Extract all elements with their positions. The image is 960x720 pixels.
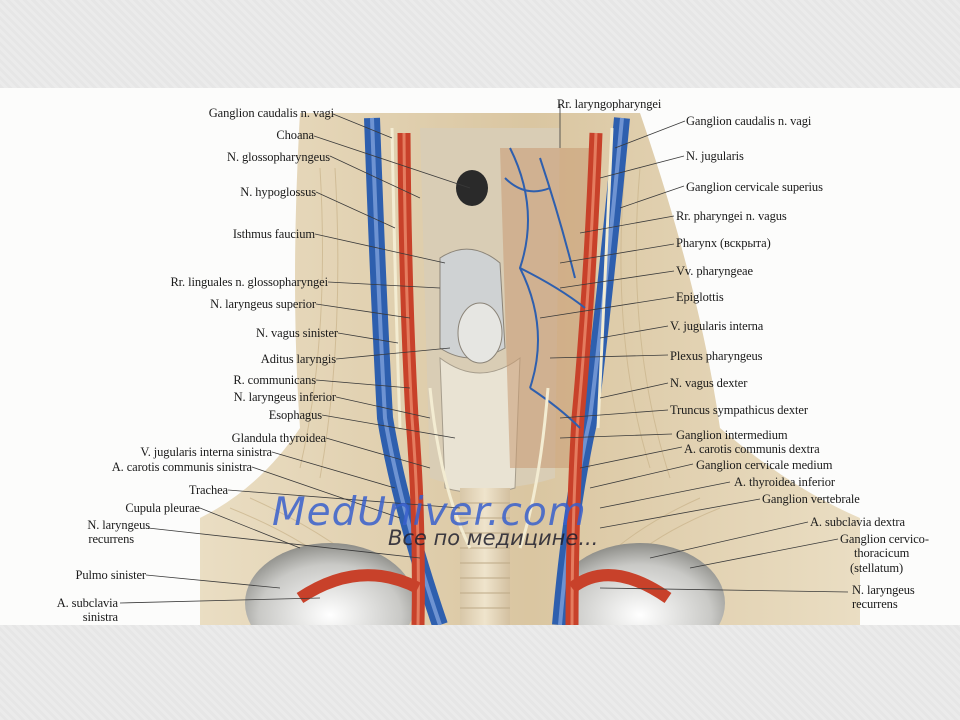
watermark-slogan: Все по медицине... xyxy=(388,526,599,550)
label-n-laryngeus-superior: N. laryngeus superior xyxy=(210,297,316,311)
label-stellatum: (stellatum) xyxy=(850,561,904,575)
label-isthmus-faucium: Isthmus faucium xyxy=(232,227,315,241)
label-pulmo-sinister: Pulmo sinister xyxy=(75,568,147,582)
label-ganglion-caudalis-right: Ganglion caudalis n. vagi xyxy=(686,114,812,128)
label-thoracicum: thoracicum xyxy=(854,546,910,560)
label-a-carotis-communis-dextra: A. carotis communis dextra xyxy=(684,442,820,456)
label-ganglion-vertebrale: Ganglion vertebrale xyxy=(762,492,860,506)
label-trachea: Trachea xyxy=(188,483,228,497)
label-n-glossopharyngeus: N. glossopharyngeus xyxy=(227,150,330,164)
label-truncus-sympathicus-dexter: Truncus sympathicus dexter xyxy=(670,403,808,417)
label-ganglion-intermedium: Ganglion intermedium xyxy=(676,428,788,442)
label-vv-pharyngeae: Vv. pharyngeae xyxy=(676,264,753,278)
anatomy-figure: Ganglion caudalis n. vagi Choana N. glos… xyxy=(0,88,960,625)
label-ganglion-cervicale-superius: Ganglion cervicale superius xyxy=(686,180,823,194)
label-n-jugularis: N. jugularis xyxy=(686,149,744,163)
label-ganglion-cervico: Ganglion cervico- xyxy=(840,532,929,546)
label-v-jugularis-interna-right: V. jugularis interna xyxy=(670,319,764,333)
label-a-subclavia-left: A. subclavia xyxy=(56,596,118,610)
label-pharynx: Pharynx (вскрыта) xyxy=(676,236,771,250)
label-n-vagus-dexter: N. vagus dexter xyxy=(670,376,748,390)
label-sinistra: sinistra xyxy=(82,610,118,624)
label-n-laryngeus-right: N. laryngeus xyxy=(852,583,915,597)
label-esophagus: Esophagus xyxy=(268,408,322,422)
label-n-laryngeus-left: N. laryngeus xyxy=(87,518,150,532)
label-ganglion-caudalis-left: Ganglion caudalis n. vagi xyxy=(208,106,334,120)
label-rr-pharyngei: Rr. pharyngei n. vagus xyxy=(676,209,787,223)
label-n-laryngeus-inferior: N. laryngeus inferior xyxy=(233,390,336,404)
label-epiglottis: Epiglottis xyxy=(676,290,724,304)
neck-anatomy-illustration xyxy=(119,104,860,625)
label-ganglion-cervicale-medium: Ganglion cervicale medium xyxy=(696,458,833,472)
label-a-thyroidea-inferior: A. thyroidea inferior xyxy=(734,475,835,489)
label-recurrens-left: recurrens xyxy=(88,532,134,546)
label-a-carotis-communis-sinistra: A. carotis communis sinistra xyxy=(111,460,252,474)
label-v-jugularis-interna-sinistra: V. jugularis interna sinistra xyxy=(140,445,272,459)
label-plexus-pharyngeus: Plexus pharyngeus xyxy=(670,349,763,363)
label-glandula-thyroidea: Glandula thyroidea xyxy=(231,431,326,445)
label-rr-linguales: Rr. linguales n. glossopharyngei xyxy=(170,275,328,289)
label-n-vagus-sinister: N. vagus sinister xyxy=(256,326,338,340)
label-choana: Choana xyxy=(276,128,314,142)
label-aditus-laryngis: Aditus laryngis xyxy=(260,352,336,366)
label-r-communicans: R. communicans xyxy=(233,373,316,387)
watermark-site: MedUniver.com xyxy=(272,490,587,535)
label-cupula-pleurae: Cupula pleurae xyxy=(125,501,200,515)
label-n-hypoglossus: N. hypoglossus xyxy=(240,185,316,199)
label-rr-laryngopharyngei: Rr. laryngopharyngei xyxy=(557,97,662,111)
label-recurrens-right: recurrens xyxy=(852,597,898,611)
label-a-subclavia-dextra: A. subclavia dextra xyxy=(810,515,905,529)
